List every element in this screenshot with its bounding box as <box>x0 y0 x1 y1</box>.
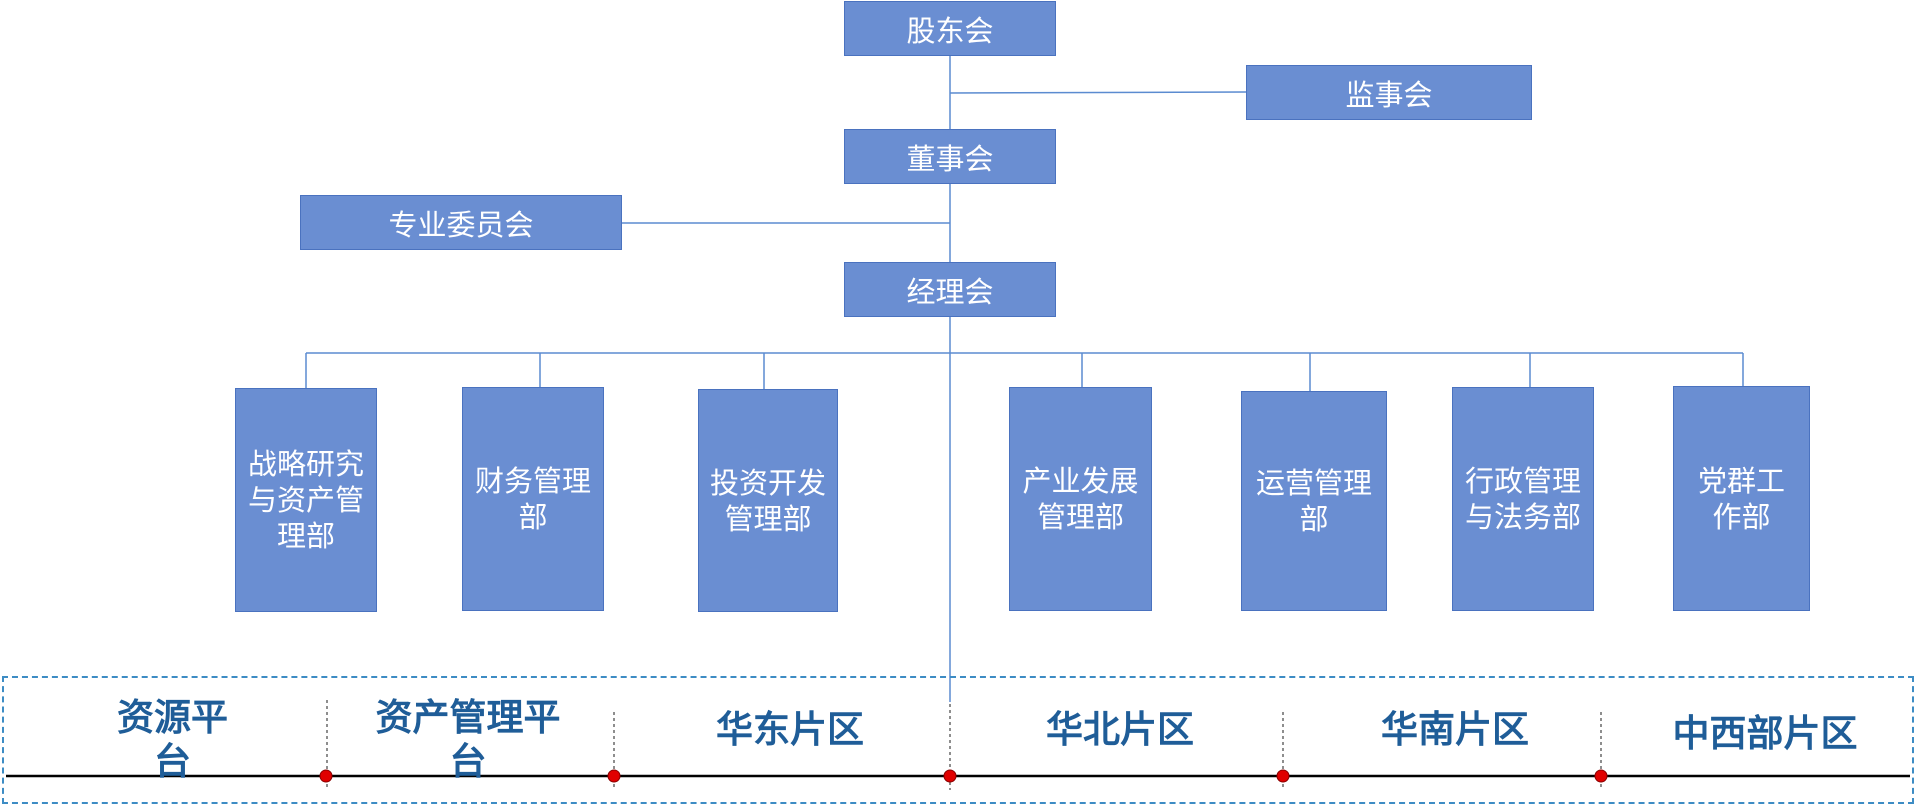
supervisors-connector <box>949 91 1247 94</box>
management-box: 经理会 <box>844 262 1056 317</box>
timeline-marker <box>943 769 957 783</box>
department-label: 党群工作部 <box>1697 463 1785 534</box>
department-label: 产业发展管理部 <box>1022 464 1139 534</box>
timeline-marker <box>607 769 621 783</box>
region-label: 资源平台 <box>117 696 228 783</box>
department-box: 党群工作部 <box>1673 386 1810 611</box>
region-label: 华东片区 <box>716 708 864 751</box>
region-label: 资产管理平台 <box>375 696 561 783</box>
region-label: 华南片区 <box>1381 708 1529 751</box>
department-box: 财务管理部 <box>462 387 604 611</box>
department-label: 战略研究与资产管理部 <box>247 447 364 553</box>
region-label: 中西部片区 <box>1672 712 1858 755</box>
timeline-marker <box>319 769 333 783</box>
department-box: 运营管理部 <box>1241 391 1387 611</box>
supervisors-box: 监事会 <box>1246 65 1532 120</box>
department-label: 行政管理与法务部 <box>1464 464 1581 534</box>
timeline-marker <box>1276 769 1290 783</box>
department-label: 运营管理部 <box>1255 466 1372 536</box>
department-box: 投资开发管理部 <box>698 389 838 612</box>
regions-panel <box>2 676 1914 804</box>
department-box: 产业发展管理部 <box>1009 387 1152 611</box>
department-box: 战略研究与资产管理部 <box>235 388 377 612</box>
department-label: 投资开发管理部 <box>709 465 826 536</box>
committee-label: 专业委员会 <box>388 207 534 242</box>
committee-box: 专业委员会 <box>300 195 622 250</box>
management-label: 经理会 <box>906 274 994 309</box>
department-box: 行政管理与法务部 <box>1452 387 1594 611</box>
shareholders-label: 股东会 <box>906 13 994 48</box>
region-label: 华北片区 <box>1046 708 1194 751</box>
supervisors-label: 监事会 <box>1345 77 1433 112</box>
timeline-marker <box>1594 769 1608 783</box>
department-label: 财务管理部 <box>474 464 591 534</box>
board-box: 董事会 <box>844 129 1056 184</box>
board-label: 董事会 <box>906 141 994 176</box>
shareholders-box: 股东会 <box>844 1 1056 56</box>
